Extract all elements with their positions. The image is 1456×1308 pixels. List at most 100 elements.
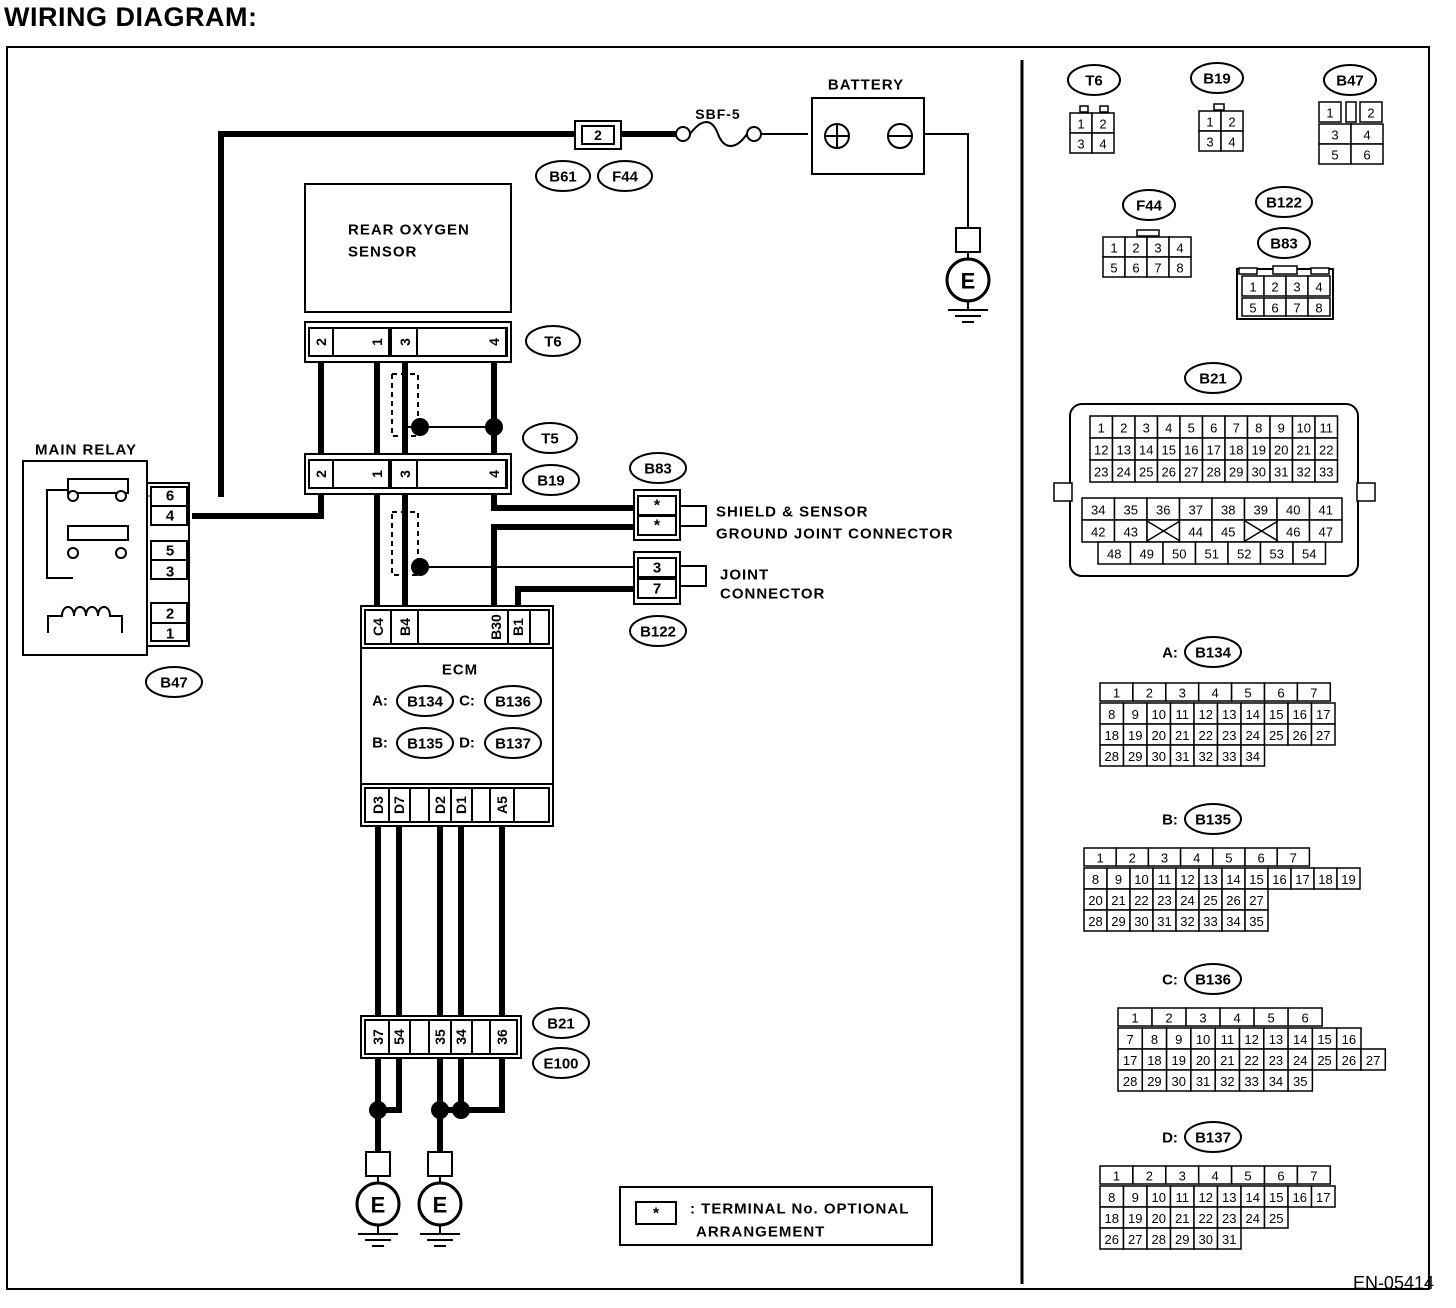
ecm-conn-tag-B135 [396,727,454,759]
view-b137-rest-pin-29: 29 [1175,1232,1189,1247]
ecm-bottom-pin-D1: D1 [453,796,469,814]
view-b21-top-pin-13: 13 [1117,443,1131,458]
wire-joint-to-ecm-b1 [515,586,638,610]
view-b21-top-pin-29: 29 [1229,465,1243,480]
view-b47-pin-5: 5 [1331,148,1338,163]
view-b137-rest-pin-30: 30 [1199,1232,1213,1247]
ground-1-letter: E [371,1193,386,1218]
view-b135-rest-pin-18: 18 [1318,872,1332,887]
view-b135-r0-pin-5: 5 [1225,851,1232,866]
view-b21-top-pin-3: 3 [1143,421,1150,436]
view-b136-rest-pin-28: 28 [1123,1074,1137,1089]
view-t6-key2 [1099,105,1109,113]
view-b134-rest-pin-29: 29 [1128,749,1142,764]
view-b21-top-pin-10: 10 [1297,421,1311,436]
splice-dot-ground-3 [452,1101,470,1119]
joint-pin-3 [637,557,677,578]
view-b21-x1b [1146,520,1181,542]
view-b21-top-pin-7: 7 [1233,421,1240,436]
view-b137-r0-pin-7: 7 [1310,1169,1317,1184]
view-b136-rest-pin-32: 32 [1220,1074,1234,1089]
ecm-top-pin-B4: B4 [397,618,413,636]
connector-t6-pin-4: 4 [486,338,502,346]
ecm-top-pin-B1: B1 [510,618,526,636]
view-b137-rest-pin-23: 23 [1222,1211,1236,1226]
fuse-connector-pin [581,125,615,145]
view-b21-top-pin-4: 4 [1165,421,1172,436]
tag-b19-label: B19 [537,473,565,490]
view-b21-top-pin-14: 14 [1139,443,1153,458]
view-b135-r0-pin-7: 7 [1290,851,1297,866]
view-b134-rest-pin-27: 27 [1316,728,1330,743]
view-b134-r0-pin-4: 4 [1212,686,1219,701]
view-b136-r0-pin-1: 1 [1131,1011,1138,1026]
view-b21-top-pin-21: 21 [1297,443,1311,458]
view-b136-rest-pin-23: 23 [1269,1053,1283,1068]
view-b134-rest-pin-11: 11 [1176,707,1190,722]
view-b135-rest-pin-31: 31 [1157,914,1171,929]
view-b21-ear-left [1053,482,1073,502]
splice-dot-t5-shield [411,418,429,436]
view-b134-rest-pin-13: 13 [1222,707,1236,722]
view-b21-top-pin-8: 8 [1255,421,1262,436]
view-b21-mid-pin-47: 47 [1319,525,1333,540]
ecm-conn-tag-B134-label: B134 [407,694,444,711]
view-b137-rest-pin-14: 14 [1246,1190,1260,1205]
shield-pin-2-label: * [654,518,661,535]
fuse-connector-pin-label: 2 [594,127,602,143]
view-b137-rest-pin-25: 25 [1269,1211,1283,1226]
view-b19-tag [1190,62,1244,94]
view-b21-top-pin-15: 15 [1162,443,1176,458]
view-b135-rest-pin-10: 10 [1134,872,1148,887]
view-b134-rest-pin-14: 14 [1246,707,1260,722]
view-b134-r0-pin-6: 6 [1277,686,1284,701]
view-b21-top-pin-20: 20 [1274,443,1288,458]
view-b134-rest-pin-8: 8 [1108,707,1115,722]
view-b134-rest-cell [1240,744,1266,767]
view-b21-mid-pin-46: 46 [1286,525,1300,540]
ecm-conn-tag-B136 [484,685,542,717]
view-b83-tag [1257,227,1311,259]
view-b136-rest-pin-25: 25 [1317,1053,1331,1068]
view-b135-rest-pin-32: 32 [1180,914,1194,929]
view-b135-rest-pin-23: 23 [1157,893,1171,908]
view-b137-r0-pin-3: 3 [1179,1169,1186,1184]
view-t6-pin-1: 1 [1077,117,1084,132]
view-b136-rest-pin-34: 34 [1269,1074,1283,1089]
tag-b47 [145,666,203,698]
view-b21-top-pin-22: 22 [1319,443,1333,458]
view-b137-tag [1184,1121,1242,1153]
view-b83-bot-pin-5: 5 [1249,301,1256,316]
connector-b21-inner [364,1019,518,1055]
view-b21-bot-pin-48: 48 [1107,547,1121,562]
ecm-conn-tag-B134 [396,685,454,717]
view-b21-top-pin-25: 25 [1139,465,1153,480]
tag-b47-label: B47 [160,675,188,692]
view-b21-mid-pin-41: 41 [1319,503,1333,518]
view-b136-rest-pin-26: 26 [1342,1053,1356,1068]
rear-oxygen-sensor-box [304,183,512,313]
view-b136-rest-pin-13: 13 [1269,1032,1283,1047]
view-b83-key2 [1272,265,1298,275]
view-b135-rest-pin-8: 8 [1092,872,1099,887]
view-b136-rest-pin-17: 17 [1123,1053,1137,1068]
view-b21-top-pin-16: 16 [1184,443,1198,458]
joint-connector-tab [679,565,707,587]
view-b134-rest-pin-18: 18 [1105,728,1119,743]
view-b135-rest-pin-29: 29 [1111,914,1125,929]
view-b134-rest-pin-20: 20 [1152,728,1166,743]
b21-pin-54: 54 [391,1029,407,1045]
tag-f44-label: F44 [612,169,639,186]
legend-text-2: ARRANGEMENT [696,1224,825,1241]
view-b19-pin-3: 3 [1206,135,1213,150]
view-b21-top-pin-18: 18 [1229,443,1243,458]
view-b135-rest-pin-15: 15 [1249,872,1263,887]
view-b136-rest-pin-20: 20 [1196,1053,1210,1068]
view-b21-ear-right [1356,482,1376,502]
view-b21-top-pin-19: 19 [1252,443,1266,458]
relay-contact2-a [67,547,79,559]
view-b135-rest-pin-19: 19 [1341,872,1355,887]
view-b47-tag-label: B47 [1336,73,1364,90]
view-b21-top-pin-1: 1 [1098,421,1105,436]
view-b47-cell [1350,143,1384,165]
